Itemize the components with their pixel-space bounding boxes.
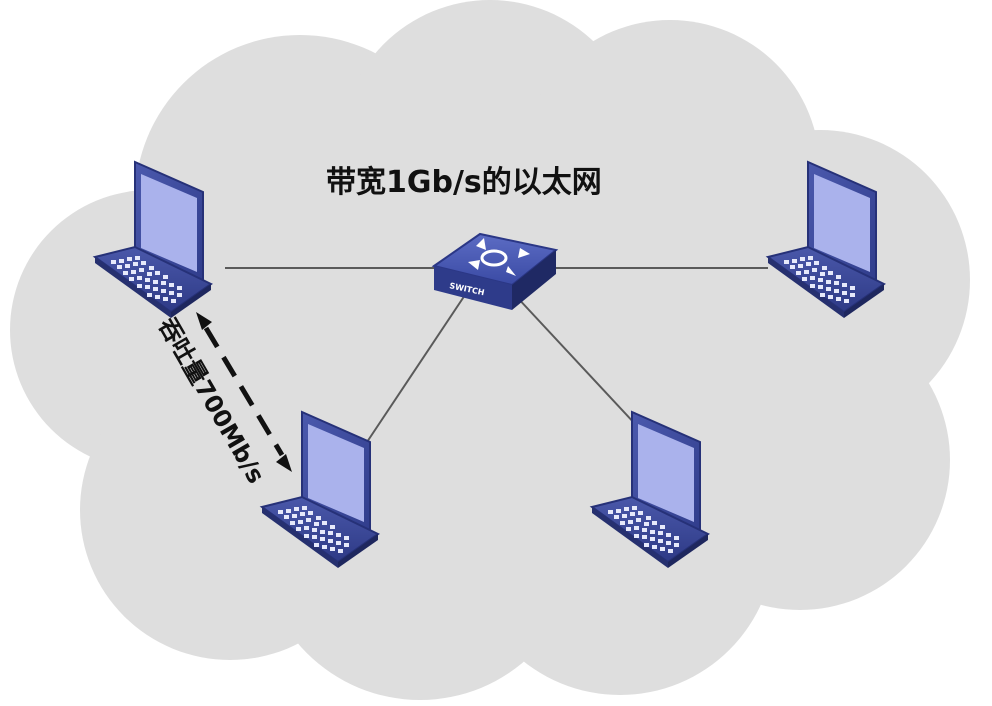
- switch: SWITCH: [431, 232, 559, 310]
- arrowhead-up: [196, 312, 212, 330]
- link-switch-bottom-right: [514, 294, 651, 441]
- link-switch-bottom-left: [364, 294, 466, 446]
- network-links: [225, 267, 768, 446]
- switch-icon: [431, 232, 559, 310]
- network-title: 带宽1Gb/s的以太网: [326, 165, 602, 200]
- throughput-arrow: [196, 312, 292, 472]
- arrowhead-down: [276, 454, 292, 472]
- cloud-background: [10, 0, 970, 700]
